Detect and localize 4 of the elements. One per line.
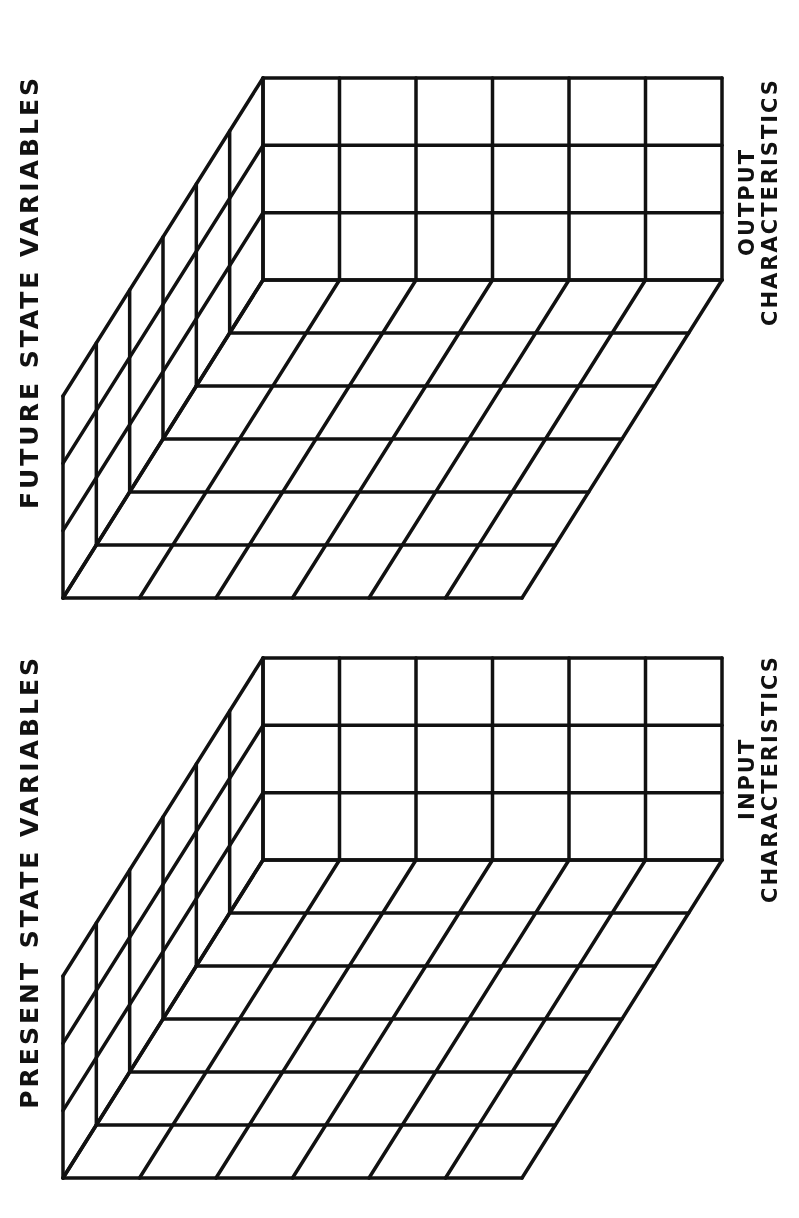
axis-title: PRESENT STATE VARIABLES (16, 655, 44, 1109)
axis-title: OUTPUT CHARACTERISTICS (736, 78, 783, 326)
axis-title: FUTURE STATE VARIABLES (16, 75, 44, 510)
axis-title: INPUT CHARACTERISTICS (736, 655, 783, 903)
